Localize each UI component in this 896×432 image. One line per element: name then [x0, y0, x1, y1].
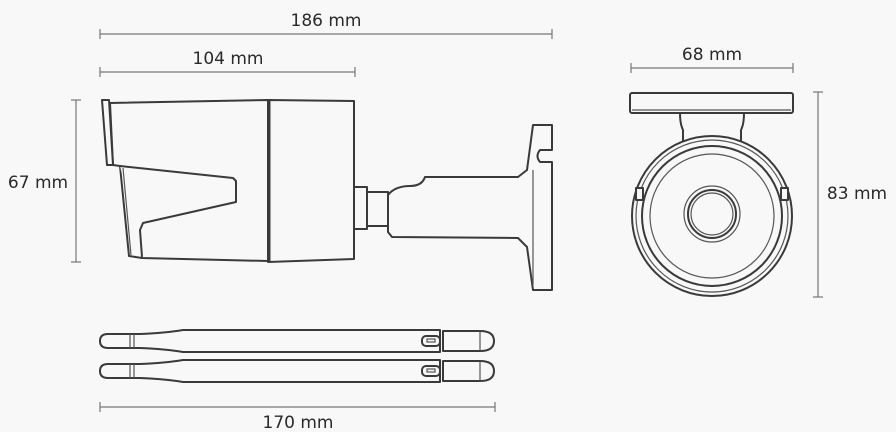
dim-front-height: 83 mm: [813, 91, 887, 298]
antenna-1: [99, 329, 495, 353]
label-total-length: 186 mm: [291, 11, 362, 31]
dim-total-length: 186 mm: [99, 11, 553, 39]
dim-side-height: 67 mm: [8, 99, 81, 263]
camera-side-view: [101, 99, 553, 291]
dim-front-width: 68 mm: [630, 45, 794, 73]
dim-body-length: 104 mm: [99, 49, 356, 77]
label-body-length: 104 mm: [193, 49, 264, 69]
label-side-height: 67 mm: [8, 173, 68, 193]
camera-front-view: [629, 92, 794, 297]
antenna-2: [99, 359, 495, 383]
dim-antenna-length: 170 mm: [99, 402, 496, 432]
label-front-width: 68 mm: [682, 45, 742, 65]
label-antenna-length: 170 mm: [263, 413, 334, 432]
label-front-height: 83 mm: [827, 184, 887, 204]
